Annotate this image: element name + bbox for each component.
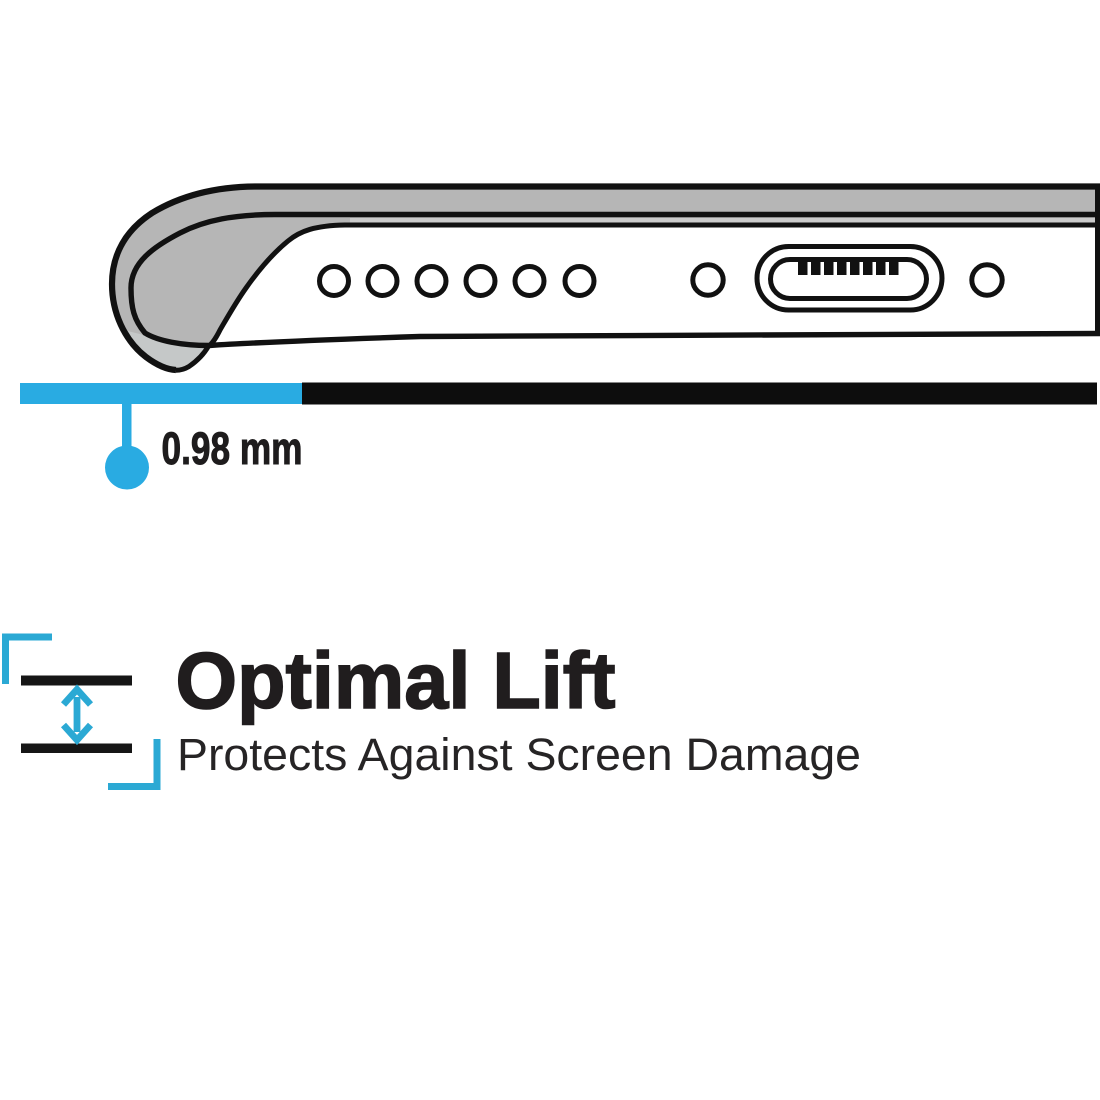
- svg-text:0.98 mm: 0.98 mm: [162, 423, 303, 474]
- svg-text:Optimal Lift: Optimal Lift: [176, 636, 616, 725]
- svg-text:Protects Against Screen Damage: Protects Against Screen Damage: [177, 729, 861, 780]
